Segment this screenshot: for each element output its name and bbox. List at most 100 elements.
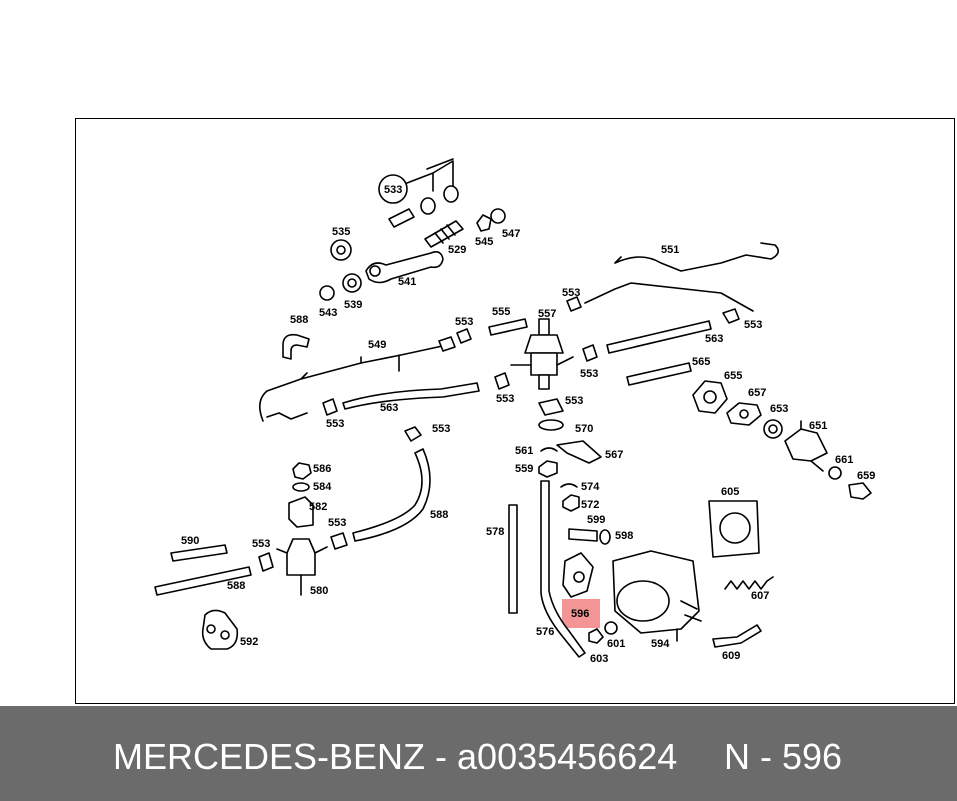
callout-596: 596 bbox=[571, 608, 589, 620]
callout-565: 565 bbox=[692, 356, 710, 368]
part-661-washer bbox=[828, 466, 842, 480]
part-586-nut bbox=[292, 462, 312, 480]
part-553-clip-d bbox=[456, 328, 472, 344]
part-653-seal bbox=[763, 419, 783, 439]
part-545-nut bbox=[476, 214, 492, 232]
part-592-hole-b bbox=[220, 630, 230, 640]
callout-555: 555 bbox=[492, 306, 510, 318]
part-553-clip-e bbox=[322, 398, 338, 416]
callout-567: 567 bbox=[605, 449, 623, 461]
callout-603: 603 bbox=[590, 653, 608, 665]
callout-541: 541 bbox=[398, 276, 416, 288]
callout-659: 659 bbox=[857, 470, 875, 482]
callout-605: 605 bbox=[721, 486, 739, 498]
callout-539: 539 bbox=[344, 299, 362, 311]
part-655-hole bbox=[703, 390, 717, 404]
part-584-washer bbox=[292, 482, 310, 492]
part-609-hose bbox=[712, 624, 762, 648]
part-557-body bbox=[524, 334, 564, 354]
callout-582: 582 bbox=[309, 501, 327, 513]
part-553-clip-g bbox=[582, 344, 598, 362]
part-553-clip-b bbox=[722, 308, 740, 324]
callout-576: 576 bbox=[536, 626, 554, 638]
highlight-596 bbox=[562, 599, 600, 628]
callout-584: 584 bbox=[313, 481, 332, 493]
footer-bar bbox=[0, 706, 957, 801]
part-533-washer bbox=[443, 185, 459, 203]
leader-551 bbox=[584, 282, 754, 312]
part-543-clip bbox=[319, 285, 335, 301]
part-651-valve bbox=[784, 428, 828, 462]
callout-553-a: 553 bbox=[562, 287, 580, 299]
callout-651: 651 bbox=[809, 420, 827, 432]
part-535-cap-inner bbox=[336, 245, 346, 255]
callout-574: 574 bbox=[581, 481, 600, 493]
part-603-nut bbox=[588, 628, 604, 644]
callout-circle-533 bbox=[378, 174, 408, 204]
part-547-nut bbox=[490, 208, 506, 224]
part-605-gasket bbox=[708, 500, 760, 558]
callout-586: 586 bbox=[313, 463, 331, 475]
part-596-sensor-hole bbox=[573, 571, 585, 583]
part-655-flange bbox=[692, 380, 728, 414]
part-553-clip-c bbox=[438, 336, 456, 352]
callout-572: 572 bbox=[581, 499, 599, 511]
part-607-spring bbox=[724, 576, 774, 590]
part-541-hole bbox=[369, 265, 381, 277]
leader-533 bbox=[406, 158, 454, 192]
callout-529: 529 bbox=[448, 244, 466, 256]
callout-553-c: 553 bbox=[455, 316, 473, 328]
part-553-clip-j bbox=[258, 552, 274, 572]
callout-580: 580 bbox=[310, 585, 328, 597]
callout-561: 561 bbox=[515, 445, 533, 457]
callout-553-i: 553 bbox=[328, 517, 346, 529]
part-588-hose-c bbox=[154, 566, 252, 596]
callout-578: 578 bbox=[486, 526, 504, 538]
part-553-clip-k bbox=[404, 426, 422, 442]
part-598-washer bbox=[599, 529, 611, 545]
callout-588-a: 588 bbox=[290, 314, 308, 326]
callout-553-e: 553 bbox=[580, 368, 598, 380]
part-580-ports bbox=[276, 546, 328, 596]
part-596-sensor bbox=[562, 552, 594, 598]
part-535-cap bbox=[330, 239, 352, 261]
part-557-stem bbox=[538, 374, 550, 390]
part-561-ring bbox=[540, 447, 558, 452]
callout-653: 653 bbox=[770, 403, 788, 415]
parts-diagram: 533 535 529 545 547 541 539 543 551 553 … bbox=[154, 158, 875, 665]
part-570-seal bbox=[538, 419, 564, 431]
part-533-sleeve bbox=[388, 208, 415, 228]
part-651-ports bbox=[800, 420, 824, 472]
part-539-ring bbox=[342, 273, 362, 293]
callout-545: 545 bbox=[475, 236, 493, 248]
part-574-clip bbox=[560, 483, 578, 488]
part-541-bracket bbox=[365, 251, 444, 284]
diagram-reference: N - 596 bbox=[724, 736, 843, 777]
callout-553-h: 553 bbox=[432, 423, 450, 435]
part-559-nut bbox=[538, 460, 558, 478]
callout-598: 598 bbox=[615, 530, 633, 542]
part-565-hose bbox=[626, 362, 692, 386]
part-657-gasket bbox=[726, 402, 762, 426]
callout-588-b: 588 bbox=[430, 509, 448, 521]
part-539-ring-inner bbox=[347, 278, 357, 288]
callout-570: 570 bbox=[575, 423, 593, 435]
part-582-bracket bbox=[288, 496, 314, 528]
part-557-base bbox=[530, 352, 558, 376]
part-605-gasket-bore bbox=[719, 512, 751, 544]
callout-661: 661 bbox=[835, 454, 853, 466]
callout-590: 590 bbox=[181, 535, 199, 547]
part-557-ports bbox=[510, 356, 574, 366]
callout-563-b: 563 bbox=[705, 333, 723, 345]
callout-547: 547 bbox=[502, 228, 520, 240]
part-551-line bbox=[614, 242, 779, 272]
part-588-elbow bbox=[282, 333, 310, 360]
callout-533: 533 bbox=[384, 184, 402, 196]
callout-553-f: 553 bbox=[496, 393, 514, 405]
part-601-washer bbox=[604, 621, 618, 635]
part-659-bolt bbox=[848, 482, 872, 500]
part-657-hole bbox=[739, 409, 749, 419]
callout-594: 594 bbox=[651, 638, 670, 650]
part-576-tube bbox=[540, 480, 586, 658]
parts-diagram-frame: 533 535 529 545 547 541 539 543 551 553 … bbox=[75, 118, 955, 704]
